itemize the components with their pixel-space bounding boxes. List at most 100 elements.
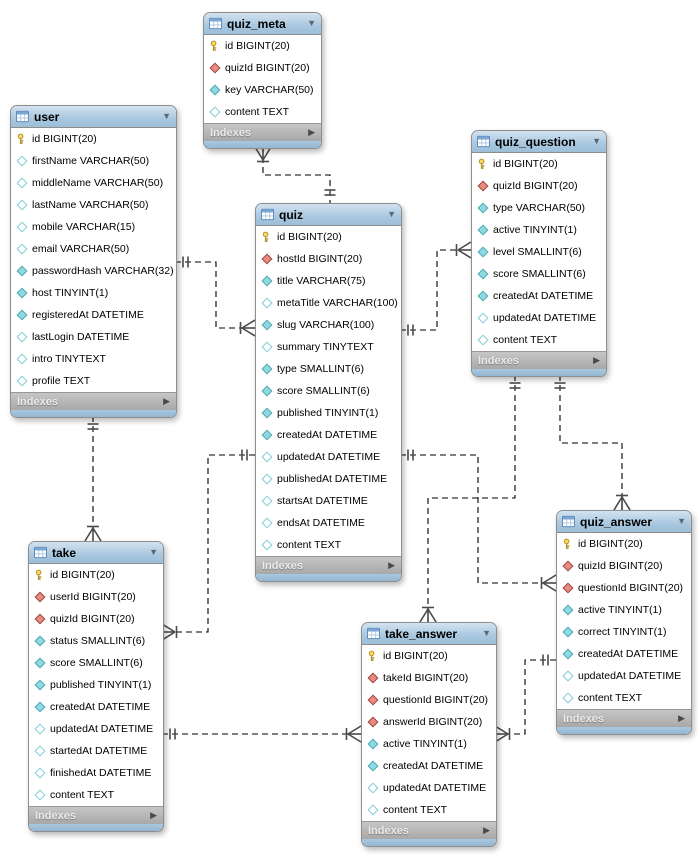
column-row[interactable]: quizId BIGINT(20): [472, 175, 606, 197]
column-row[interactable]: host TINYINT(1): [11, 282, 176, 304]
relationship-user-take[interactable]: [84, 416, 102, 542]
column-row[interactable]: lastName VARCHAR(50): [11, 194, 176, 216]
column-row[interactable]: summary TINYTEXT: [256, 336, 401, 358]
table-take_answer[interactable]: take_answer▼id BIGINT(20)takeId BIGINT(2…: [361, 622, 497, 847]
expand-arrow-icon[interactable]: ▶: [678, 713, 685, 723]
column-row[interactable]: quizId BIGINT(20): [557, 555, 691, 577]
expand-arrow-icon[interactable]: ▶: [593, 355, 600, 365]
column-row[interactable]: type VARCHAR(50): [472, 197, 606, 219]
table-header-take_answer[interactable]: take_answer▼: [362, 623, 496, 645]
column-row[interactable]: id BIGINT(20): [29, 564, 163, 586]
column-row[interactable]: updatedAt DATETIME: [472, 307, 606, 329]
column-row[interactable]: startedAt DATETIME: [29, 740, 163, 762]
table-user[interactable]: user▼id BIGINT(20)firstName VARCHAR(50)m…: [10, 105, 177, 418]
column-row[interactable]: active TINYINT(1): [362, 733, 496, 755]
expand-arrow-icon[interactable]: ▶: [483, 825, 490, 835]
column-row[interactable]: middleName VARCHAR(50): [11, 172, 176, 194]
column-row[interactable]: id BIGINT(20): [204, 35, 321, 57]
table-quiz_question[interactable]: quiz_question▼id BIGINT(20)quizId BIGINT…: [471, 130, 607, 377]
collapse-arrow-icon[interactable]: ▼: [592, 136, 601, 146]
column-row[interactable]: createdAt DATETIME: [29, 696, 163, 718]
expand-arrow-icon[interactable]: ▶: [388, 560, 395, 570]
column-row[interactable]: published TINYINT(1): [29, 674, 163, 696]
collapse-arrow-icon[interactable]: ▼: [677, 516, 686, 526]
relationship-take-take_answer[interactable]: [162, 725, 362, 743]
column-row[interactable]: correct TINYINT(1): [557, 621, 691, 643]
indexes-section[interactable]: Indexes▶: [29, 806, 163, 824]
collapse-arrow-icon[interactable]: ▼: [162, 111, 171, 121]
column-row[interactable]: content TEXT: [557, 687, 691, 709]
relationship-quiz-quiz_meta[interactable]: [254, 146, 336, 203]
column-row[interactable]: profile TEXT: [11, 370, 176, 392]
column-row[interactable]: updatedAt DATETIME: [362, 777, 496, 799]
expand-arrow-icon[interactable]: ▶: [308, 127, 315, 137]
column-row[interactable]: metaTitle VARCHAR(100): [256, 292, 401, 314]
column-row[interactable]: questionId BIGINT(20): [362, 689, 496, 711]
column-row[interactable]: content TEXT: [362, 799, 496, 821]
relationship-quiz-quiz_question[interactable]: [400, 241, 472, 336]
column-row[interactable]: registeredAt DATETIME: [11, 304, 176, 326]
column-row[interactable]: createdAt DATETIME: [256, 424, 401, 446]
column-row[interactable]: questionId BIGINT(20): [557, 577, 691, 599]
column-row[interactable]: answerId BIGINT(20): [362, 711, 496, 733]
column-row[interactable]: updatedAt DATETIME: [29, 718, 163, 740]
column-row[interactable]: quizId BIGINT(20): [29, 608, 163, 630]
column-row[interactable]: key VARCHAR(50): [204, 79, 321, 101]
column-row[interactable]: createdAt DATETIME: [557, 643, 691, 665]
column-row[interactable]: score SMALLINT(6): [29, 652, 163, 674]
column-row[interactable]: takeId BIGINT(20): [362, 667, 496, 689]
column-row[interactable]: level SMALLINT(6): [472, 241, 606, 263]
collapse-arrow-icon[interactable]: ▼: [307, 18, 316, 28]
collapse-arrow-icon[interactable]: ▼: [387, 209, 396, 219]
column-row[interactable]: active TINYINT(1): [557, 599, 691, 621]
table-header-take[interactable]: take▼: [29, 542, 163, 564]
column-row[interactable]: slug VARCHAR(100): [256, 314, 401, 336]
column-row[interactable]: published TINYINT(1): [256, 402, 401, 424]
relationship-quiz_question-take_answer[interactable]: [419, 375, 521, 623]
collapse-arrow-icon[interactable]: ▼: [482, 628, 491, 638]
column-row[interactable]: email VARCHAR(50): [11, 238, 176, 260]
table-header-user[interactable]: user▼: [11, 106, 176, 128]
indexes-section[interactable]: Indexes▶: [557, 709, 691, 727]
table-take[interactable]: take▼id BIGINT(20)userId BIGINT(20)quizI…: [28, 541, 164, 832]
column-row[interactable]: publishedAt DATETIME: [256, 468, 401, 490]
column-row[interactable]: intro TINYTEXT: [11, 348, 176, 370]
table-header-quiz_meta[interactable]: quiz_meta▼: [204, 13, 321, 35]
column-row[interactable]: createdAt DATETIME: [472, 285, 606, 307]
relationship-quiz-quiz_answer[interactable]: [400, 449, 557, 592]
column-row[interactable]: createdAt DATETIME: [362, 755, 496, 777]
column-row[interactable]: finishedAt DATETIME: [29, 762, 163, 784]
indexes-section[interactable]: Indexes▶: [256, 556, 401, 574]
table-quiz_meta[interactable]: quiz_meta▼id BIGINT(20)quizId BIGINT(20)…: [203, 12, 322, 149]
column-row[interactable]: quizId BIGINT(20): [204, 57, 321, 79]
column-row[interactable]: hostId BIGINT(20): [256, 248, 401, 270]
column-row[interactable]: userId BIGINT(20): [29, 586, 163, 608]
column-row[interactable]: active TINYINT(1): [472, 219, 606, 241]
relationship-quiz_answer-take_answer[interactable]: [494, 654, 556, 743]
indexes-section[interactable]: Indexes▶: [204, 123, 321, 141]
indexes-section[interactable]: Indexes▶: [472, 351, 606, 369]
column-row[interactable]: content TEXT: [204, 101, 321, 123]
column-row[interactable]: content TEXT: [29, 784, 163, 806]
collapse-arrow-icon[interactable]: ▼: [149, 547, 158, 557]
table-quiz_answer[interactable]: quiz_answer▼id BIGINT(20)quizId BIGINT(2…: [556, 510, 692, 735]
column-row[interactable]: content TEXT: [256, 534, 401, 556]
relationship-user-quiz[interactable]: [175, 256, 256, 337]
column-row[interactable]: type SMALLINT(6): [256, 358, 401, 380]
table-header-quiz_question[interactable]: quiz_question▼: [472, 131, 606, 153]
relationship-quiz-take[interactable]: [161, 449, 255, 641]
column-row[interactable]: id BIGINT(20): [472, 153, 606, 175]
expand-arrow-icon[interactable]: ▶: [163, 396, 170, 406]
column-row[interactable]: mobile VARCHAR(15): [11, 216, 176, 238]
table-header-quiz_answer[interactable]: quiz_answer▼: [557, 511, 691, 533]
column-row[interactable]: title VARCHAR(75): [256, 270, 401, 292]
table-quiz[interactable]: quiz▼id BIGINT(20)hostId BIGINT(20)title…: [255, 203, 402, 582]
column-row[interactable]: status SMALLINT(6): [29, 630, 163, 652]
relationship-quiz_question-quiz_answer[interactable]: [554, 375, 631, 511]
column-row[interactable]: updatedAt DATETIME: [557, 665, 691, 687]
column-row[interactable]: id BIGINT(20): [557, 533, 691, 555]
column-row[interactable]: score SMALLINT(6): [256, 380, 401, 402]
column-row[interactable]: content TEXT: [472, 329, 606, 351]
column-row[interactable]: id BIGINT(20): [256, 226, 401, 248]
table-header-quiz[interactable]: quiz▼: [256, 204, 401, 226]
